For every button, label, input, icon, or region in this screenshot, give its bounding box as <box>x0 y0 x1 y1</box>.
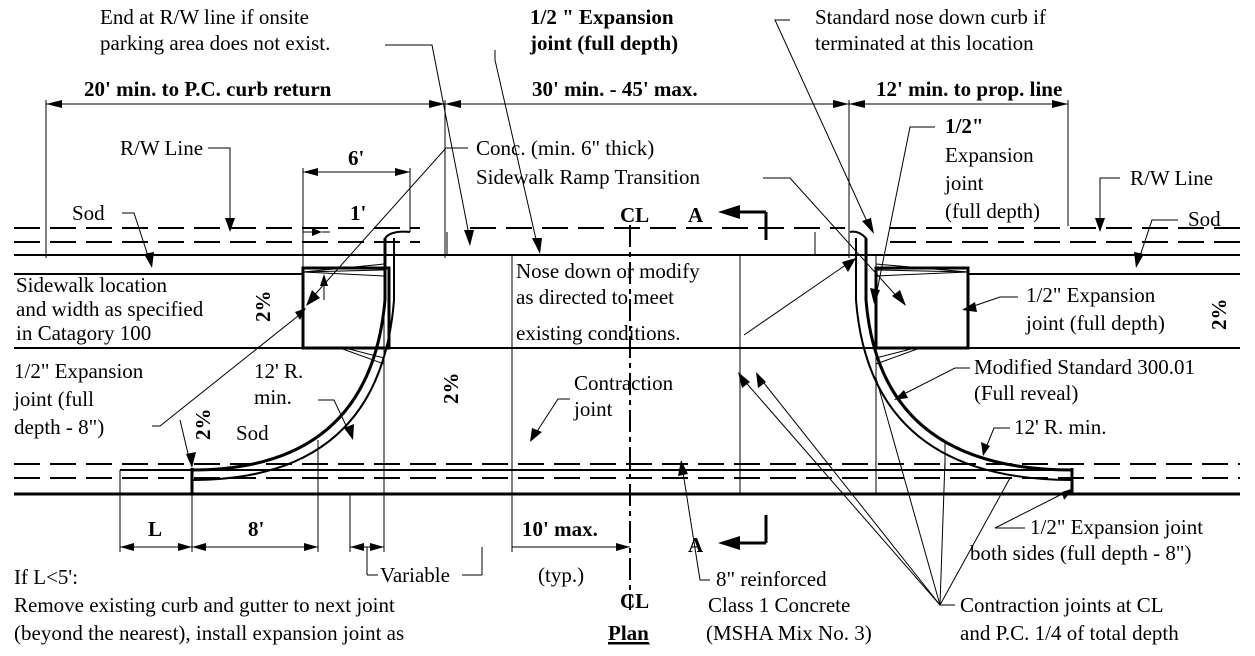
annotations: End at R/W line if onsite parking area d… <box>13 5 1231 645</box>
note-radius-left-1: 12' R. <box>254 359 303 383</box>
leader-lines <box>122 19 1178 606</box>
note-radius-left-2: min. <box>254 385 292 409</box>
slope-driveway: 2% <box>439 373 463 405</box>
note-radius-right: 12' R. min. <box>1014 415 1106 439</box>
label-cl-top: CL <box>620 203 649 227</box>
bottom-dimension-lines <box>119 470 630 576</box>
note-end-rw-2: parking area does not exist. <box>100 31 330 55</box>
note-mod-std-2: (Full reveal) <box>974 381 1078 405</box>
label-section-a-bottom: A <box>688 533 704 557</box>
note-sidewalk-2: and width as specified <box>16 297 204 321</box>
note-contraction-1: Contraction <box>574 371 674 395</box>
note-exp-both-1: 1/2" Expansion joint <box>1030 515 1203 539</box>
dim-six-ft: 6' <box>348 146 364 170</box>
label-sod-top-right: Sod <box>1188 207 1221 231</box>
note-exp-top-2: joint (full depth) <box>529 31 678 55</box>
slope-left-return: 2% <box>191 409 215 441</box>
note-reinforced-1: 8" reinforced <box>716 567 827 591</box>
note-exp-left-1: 1/2" Expansion <box>14 359 144 383</box>
note-exp-both-2: both sides (full depth - 8") <box>970 541 1191 565</box>
label-sod-lower-left: Sod <box>236 421 269 445</box>
dim-pc-curb: 20' min. to P.C. curb return <box>84 77 332 101</box>
note-exp-right-3: joint <box>944 171 984 195</box>
label-sod-top-left: Sod <box>72 201 105 225</box>
note-exp-sw-right-1: 1/2" Expansion <box>1026 283 1156 307</box>
note-if-l-2: Remove existing curb and gutter to next … <box>14 593 395 617</box>
note-exp-top-1: 1/2 " Expansion <box>530 5 674 29</box>
slope-left-walk: 2% <box>251 291 275 323</box>
note-end-rw-1: End at R/W line if onsite <box>100 5 309 29</box>
dim-one-ft: 1' <box>350 201 366 225</box>
note-nose-mod-3: existing conditions. <box>516 321 681 345</box>
note-mod-std-1: Modified Standard 300.01 <box>974 355 1195 379</box>
center-line <box>629 205 768 610</box>
note-exp-left-3: depth - 8") <box>14 415 104 439</box>
note-contraction-cl-1: Contraction joints at CL <box>960 593 1164 617</box>
note-conc-1: Conc. (min. 6" thick) <box>476 136 654 160</box>
top-dimension-lines <box>45 100 1069 268</box>
dim-width-range: 30' min. - 45' max. <box>532 77 698 101</box>
note-sidewalk-1: Sidewalk location <box>16 273 168 297</box>
note-contraction-cl-2: and P.C. 1/4 of total depth <box>960 621 1179 645</box>
curb-lines <box>14 227 1240 496</box>
note-exp-right-1: 1/2" <box>945 114 984 138</box>
dim-prop-line: 12' min. to prop. line <box>876 77 1062 101</box>
note-nose-std-1: Standard nose down curb if <box>815 5 1046 29</box>
slope-right-walk: 2% <box>1207 299 1231 331</box>
label-plan: Plan <box>608 621 649 645</box>
note-exp-sw-right-2: joint (full depth) <box>1025 311 1165 335</box>
note-if-l-3: (beyond the nearest), install expansion … <box>14 621 404 645</box>
note-nose-mod-2: as directed to meet <box>516 285 674 309</box>
note-exp-right-2: Expansion <box>945 143 1034 167</box>
note-exp-left-2: joint (full <box>13 387 94 411</box>
note-nose-std-2: terminated at this location <box>815 31 1034 55</box>
dim-eight-ft: 8' <box>248 517 264 541</box>
note-contraction-2: joint <box>573 397 613 421</box>
note-if-l-1: If L<5': <box>14 565 78 589</box>
label-section-a-top: A <box>688 203 704 227</box>
note-reinforced-3: (MSHA Mix No. 3) <box>706 621 872 645</box>
note-sidewalk-3: in Catagory 100 <box>16 321 151 345</box>
note-nose-mod-1: Nose down or modify <box>516 259 700 283</box>
dim-variable: Variable <box>380 563 450 587</box>
label-rw-right: R/W Line <box>1130 166 1213 190</box>
dim-ten-max: 10' max. <box>522 517 598 541</box>
dim-typ: (typ.) <box>538 563 584 587</box>
note-conc-2: Sidewalk Ramp Transition <box>476 165 701 189</box>
note-reinforced-2: Class 1 Concrete <box>708 593 850 617</box>
dim-l: L <box>148 517 162 541</box>
label-rw-left: R/W Line <box>120 136 203 160</box>
note-exp-right-4: (full depth) <box>945 199 1040 223</box>
label-cl-bottom: CL <box>620 589 649 613</box>
